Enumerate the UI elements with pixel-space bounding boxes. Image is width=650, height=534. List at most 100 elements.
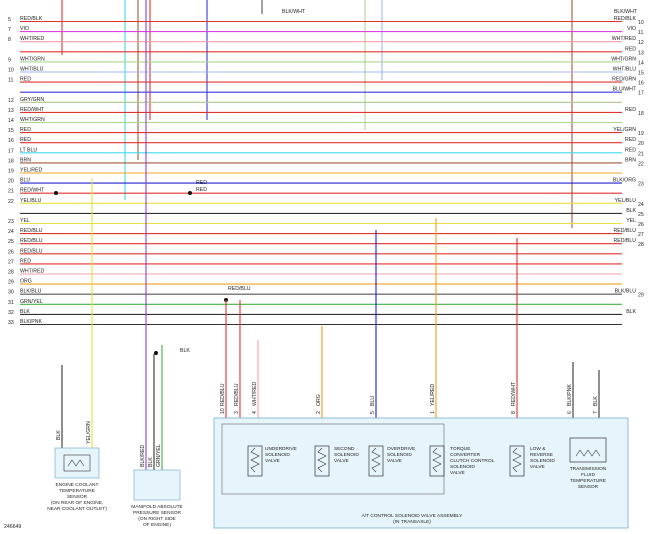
label-line: VALVE [450, 470, 465, 476]
wire-number: 21 [8, 189, 14, 195]
wire-number-right: 15 [638, 71, 644, 77]
wire-color-left: GRN/YEL [20, 299, 43, 305]
label-line: OF ENGINE) [143, 522, 171, 528]
label-line: VALVE [265, 458, 280, 464]
wire-number: 17 [8, 148, 14, 154]
wire-number-right: 10 [638, 20, 644, 26]
wire-color-left: RED/BLU [20, 228, 43, 234]
wire-number-right: 13 [638, 50, 644, 56]
wire-color-right: RED/BLK [614, 16, 637, 22]
label-line: MANIFOLD ABSOLUTE [131, 504, 182, 510]
label-line: PRESSURE SENSOR [133, 510, 182, 516]
wire-number: 8 [8, 37, 11, 43]
wire-color-left: YEL/BLU [20, 198, 42, 204]
wire-color-left: RED/WHT [20, 188, 45, 194]
splice-label-blk: BLK [180, 348, 190, 354]
wire-color-right: YEL/GRN [613, 127, 636, 133]
label-line: LOW & [530, 446, 546, 452]
label-line: TORQUE [450, 446, 470, 452]
wire-color-right: WHT/RED [612, 36, 636, 42]
map-sensor-icon [133, 469, 181, 501]
wire-color-left: RED/BLK [20, 16, 43, 22]
map-pin-a: BLK/RED [140, 445, 146, 467]
pin-number: 1 [430, 411, 436, 414]
splice-dot [54, 191, 58, 195]
wire-number-right: 14 [638, 60, 644, 66]
pin-label: ORG [316, 394, 322, 406]
wire-color-left: BLK/BLU [20, 289, 42, 295]
wire-color-right: YEL/BLU [615, 198, 637, 204]
wire-color-right: RED [625, 46, 636, 52]
wire-color-left: BLU [20, 178, 30, 184]
wire-color-left: YEL [20, 218, 30, 224]
wire-color-right: RED [625, 107, 636, 113]
wire-number-right: 21 [638, 151, 644, 157]
label-line: REVERSE [530, 452, 553, 458]
wire-color-right: RED/GRN [612, 77, 636, 83]
top-label-blk-wht-right: BLK/WHT [614, 9, 638, 15]
label-line: CONVERTER [450, 452, 481, 458]
wire-color-right: BLK [626, 208, 636, 214]
ect-sensor-icon [54, 447, 100, 479]
wire-color-right: BLK [626, 309, 636, 315]
splice-label-red-b: RED [196, 187, 207, 193]
wire-color-left: WHT/GRN [20, 56, 45, 62]
wire-color-right: BLK/ORG [613, 178, 636, 184]
wire-color-right: BLU/WHT [613, 87, 637, 93]
wire-number: 22 [8, 199, 14, 205]
wire-color-left: RED/WHT [20, 107, 45, 113]
label-line: SOLENOID [387, 452, 412, 458]
wire-number: 27 [8, 259, 14, 265]
wire-color-right: WHT/BLU [613, 67, 637, 73]
wire-color-right: YEL [626, 218, 636, 224]
second-solenoid-icon [314, 445, 330, 477]
map-pin-b: BLK [148, 457, 154, 467]
wire-number: 11 [8, 78, 13, 84]
pin-number: 5 [370, 411, 376, 414]
wire-color-left: LT BLU [20, 147, 37, 153]
wire-number: 26 [8, 249, 14, 255]
wire-number: 16 [8, 138, 14, 144]
ect-pin-b: YEL/GRN [86, 421, 92, 444]
wire-number-right: 11 [638, 30, 643, 36]
wire-number: 10 [8, 68, 14, 74]
pin-label: RED/BLU [234, 383, 240, 406]
label-line: SENSOR [578, 484, 599, 490]
wire-color-left: RED/BLU [20, 248, 43, 254]
wire-number: 18 [8, 158, 14, 164]
solenoid-assembly-box [213, 417, 629, 529]
label-line: (ON REAR OF ENGINE, [51, 500, 104, 506]
splice-dot [188, 191, 192, 195]
tcc-solenoid-icon [429, 445, 445, 477]
wire-number: 25 [8, 239, 14, 245]
wire-number: 14 [8, 118, 14, 124]
wire-number-right: 25 [638, 212, 644, 218]
splice-label-red-blu: RED/BLU [228, 286, 251, 292]
pin-label: BLU [370, 396, 376, 406]
label-line: TEMPERATURE [59, 488, 95, 494]
wire-number-right: 22 [638, 161, 644, 167]
ect-pin-a: BLK [56, 430, 62, 440]
wire-color-left: RED [20, 137, 31, 143]
wire-number: 23 [8, 219, 14, 225]
label-line: NEAR COOLANT OUTLET) [47, 506, 107, 512]
figure-id: 246649 [4, 524, 21, 530]
wire-color-left: BRN [20, 157, 31, 163]
assembly-pin: 5 BLU [370, 230, 377, 446]
